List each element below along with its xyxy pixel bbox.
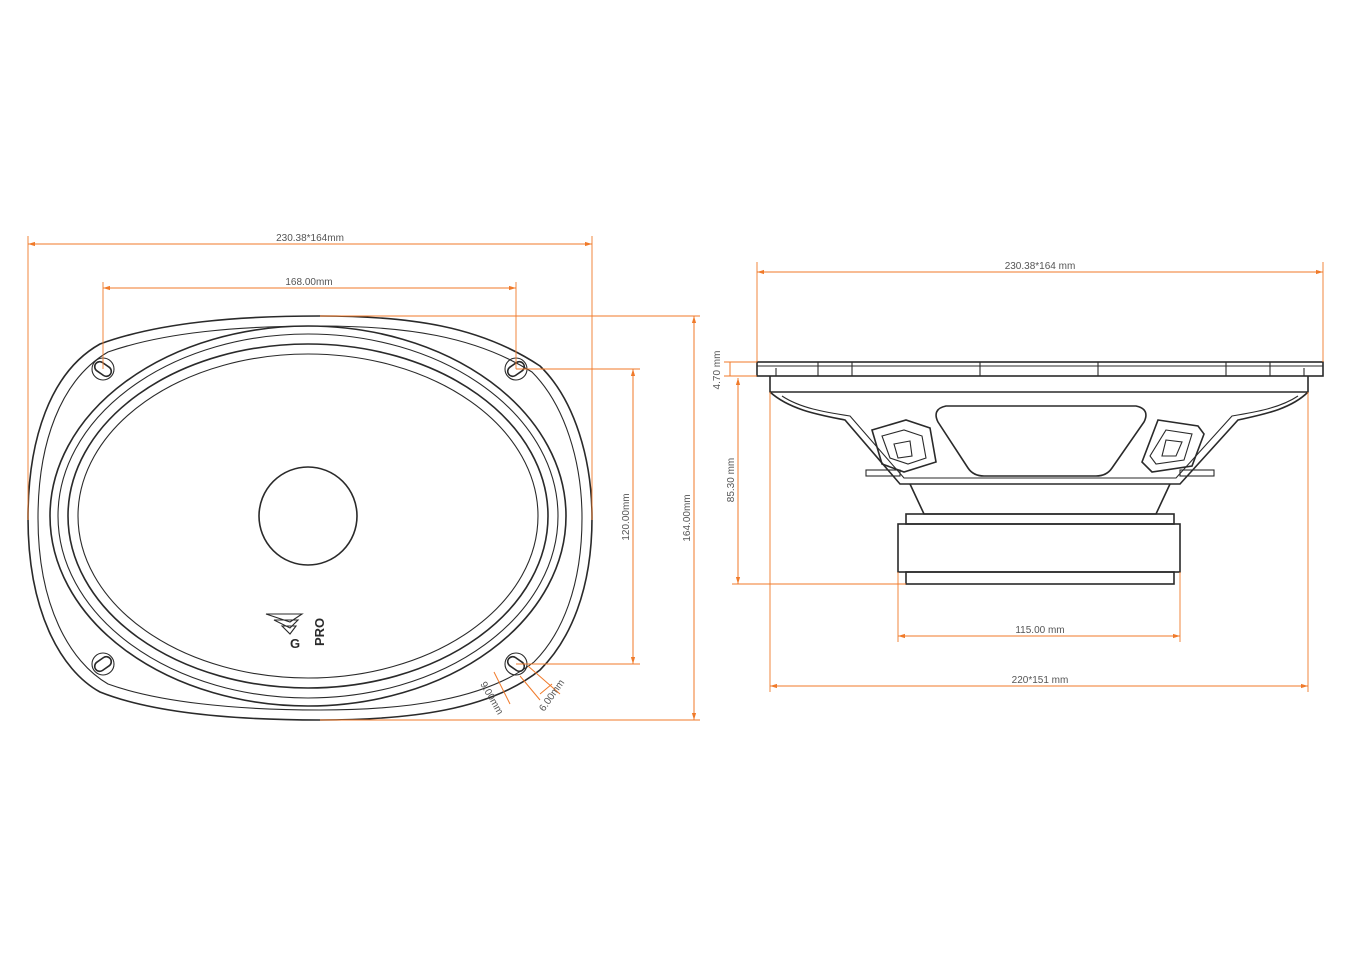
dim-hole-spacing: 168.00mm bbox=[285, 277, 332, 288]
brand-logo: G PRO bbox=[265, 613, 327, 651]
terminal-left bbox=[865, 469, 901, 477]
terminal-right bbox=[1179, 469, 1215, 477]
dim-front-height: 164.00mm bbox=[682, 494, 693, 541]
basket-window-right bbox=[1141, 419, 1205, 473]
cone-edge bbox=[67, 343, 549, 689]
side-view: 230.38*164 mm 4.70 mm 85.30 mm 115.00 mm… bbox=[712, 261, 1324, 692]
surround-outer bbox=[49, 325, 567, 707]
basket-window bbox=[935, 405, 1147, 477]
top-plate bbox=[905, 513, 1175, 525]
cone-inner bbox=[77, 353, 539, 679]
logo-text: PRO bbox=[312, 618, 327, 646]
surround-mid bbox=[57, 333, 559, 699]
front-view: G PRO 230.38*164mm 168.00mm 120.00mm 164… bbox=[27, 233, 700, 721]
mount-slot-bl bbox=[91, 652, 115, 676]
front-frame-outer bbox=[27, 315, 593, 721]
dim-basket: 220*151 mm bbox=[1012, 675, 1069, 686]
dim-magnet: 115.00 mm bbox=[1015, 625, 1064, 636]
basket-window-left bbox=[871, 419, 937, 473]
dim-side-width: 230.38*164 mm bbox=[1005, 261, 1076, 272]
dim-front-width: 230.38*164mm bbox=[276, 233, 344, 244]
side-basket bbox=[769, 391, 1309, 485]
logo-letter: G bbox=[290, 636, 300, 651]
dim-slot-width: 6.00mm bbox=[537, 678, 567, 714]
dim-flange: 4.70 mm bbox=[712, 351, 723, 390]
dim-hole-vertical: 120.00mm bbox=[621, 493, 632, 540]
dim-depth: 85.30 mm bbox=[726, 458, 737, 502]
back-plate bbox=[905, 571, 1175, 585]
magnet bbox=[897, 523, 1181, 573]
dust-cap bbox=[258, 466, 358, 566]
front-frame-inner bbox=[37, 325, 583, 711]
side-flange bbox=[756, 361, 1324, 377]
